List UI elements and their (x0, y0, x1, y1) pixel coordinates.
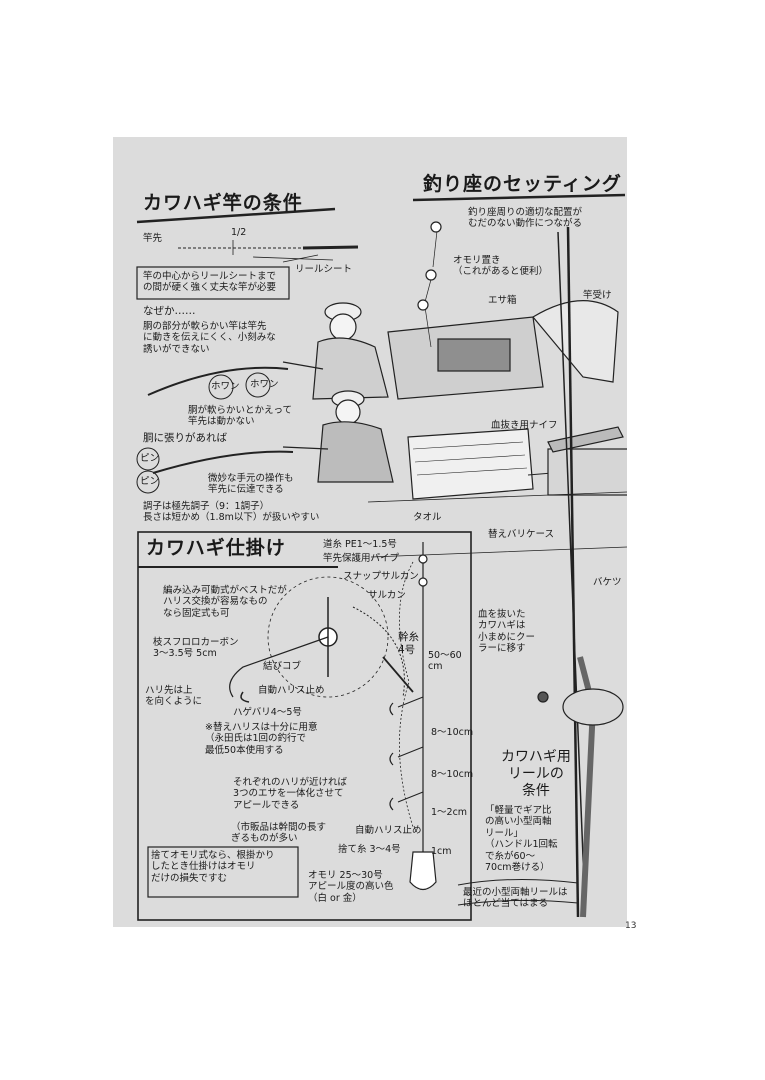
rod-half-label: 1/2 (231, 227, 247, 238)
main-line-label: 道糸 PE1～1.5号 (323, 539, 397, 550)
spare-hook-case-illustration (547, 448, 627, 496)
spare-case-label: 替えバリケース (488, 529, 555, 540)
knife-illustration (547, 426, 624, 453)
why-text: 胴の部分が軟らかい竿は竿先 に動きを伝えにくく、小刻みな 誘いができない (143, 321, 276, 355)
towel-illustration (407, 428, 534, 500)
rig-frame (137, 531, 472, 921)
sinker-label: オモリ 25～30号 アピール度の高い色 （白 or 金） (308, 870, 394, 904)
illustration-layer (136, 193, 627, 921)
bait-box-label: エサ箱 (488, 295, 517, 306)
rod-box-note: 竿の中心からリールシートまで の間が硬く強く丈夫な竿が必要 (143, 271, 277, 294)
sinker-strings (417, 221, 442, 348)
reel-seat-label: リールシート (295, 264, 353, 275)
angler-1-illustration (282, 302, 389, 400)
spare-hooks-note: ※替えハリスは十分に用意 （永田氏は1回の釣行で 最低50本使用する (205, 722, 318, 756)
snap-swivel-label: スナップサルカン (343, 571, 419, 582)
blood-note: 血を抜いた カワハギは 小まめにクー ラーに移す (478, 609, 536, 655)
why-title: なぜか…… (143, 305, 196, 317)
sound-2: ホワン (250, 379, 279, 390)
rod-butt (302, 245, 359, 250)
sinker-note-box (147, 846, 299, 898)
rod-holder-label: 竿受け (583, 290, 612, 301)
stiff-rod-note: 微妙な手元の操作も 竿先に伝達できる (208, 473, 294, 496)
rod-tip-label: 竿先 (143, 233, 163, 244)
swivel-label: サルカン (368, 590, 406, 601)
rod-note-box (136, 266, 290, 300)
manual-page: カワハギ竿の条件 竿先 1/2 リールシート 竿の中心からリールシートまで の間… (113, 137, 627, 927)
rod-section-title: カワハギ竿の条件 (143, 192, 303, 214)
weight-holder-label: オモリ置き （これがあると便利） (453, 255, 549, 278)
braid-note: 編み込み可動式がベストだが ハリス交換が容易なもの なら固定式も可 (163, 585, 287, 619)
seat-intro: 釣り座周りの適切な配置が むだのない動作につながる (468, 207, 583, 230)
sinker-illustration (409, 851, 437, 891)
soft-rod-curve (147, 366, 289, 396)
stiff-rod-title: 胴に張りがあれば (143, 432, 227, 444)
trunk-label: 幹糸 4号 (398, 631, 419, 656)
stiff-rod-curve (152, 450, 294, 474)
reel-note: 最近の小型両軸リールは ほとんど当てはまる (463, 887, 568, 910)
gap-3-label: 1～2cm (431, 807, 468, 818)
rod-line-right (566, 226, 580, 918)
sinker-line-label: 捨て糸 3～4号 (338, 844, 401, 855)
gap-2-label: 8～10cm (431, 769, 474, 780)
knot-label: 結びコブ (263, 661, 302, 672)
gap-4-label: 1cm (431, 846, 452, 857)
auto-stop-label: 自動ハリス止め (258, 685, 325, 696)
rod-holder-illustration (532, 300, 619, 383)
sound-3: ピン (140, 453, 160, 464)
hook-tip-label: ハリ先は上 を向くように (145, 685, 203, 708)
soft-rod-note: 胴が軟らかいとかえって 竿先は動かない (188, 405, 293, 428)
branch-line-label: 枝スフロロカーボン 3～3.5号 5cm (153, 637, 239, 660)
bucket-label: バケツ (593, 577, 622, 588)
reel-illustration (562, 688, 624, 726)
hook-size-label: ハゲバリ4～5号 (233, 707, 302, 718)
auto-stop-2-label: 自動ハリス止め (355, 825, 422, 836)
sinker-box-note: 捨てオモリ式なら、根掛かり したとき仕掛けはオモリ だけの損失ですむ (151, 850, 275, 884)
appeal-note: それぞれのハリが近ければ 3つのエサを一体化させて アピールできる (233, 777, 348, 811)
page-number: 13 (625, 921, 637, 931)
seat-section-title: 釣り座のセッティング (423, 173, 622, 195)
seat-title-underline (412, 193, 626, 202)
reel-condition: 「軽量でギア比 の高い小型両軸 リール」 （ハンドル1回転 で糸が60～ 70c… (485, 805, 558, 873)
knife-label: 血抜き用ナイフ (491, 420, 558, 431)
rod-action-note: 調子は極先調子（9：1調子） 長さは短かめ（1.8m以下）が扱いやすい (143, 501, 320, 524)
angler-2-illustration (282, 390, 394, 483)
sound-4: ピン (140, 476, 160, 487)
gap-1-label: 8～10cm (431, 727, 474, 738)
towel-label: タオル (413, 512, 442, 523)
trunk-length-label: 50～60 cm (428, 650, 462, 673)
tip-pipe-label: 竿先保護用パイプ (323, 553, 400, 564)
rod-title-underline (136, 207, 336, 224)
rig-section-title: カワハギ仕掛け (146, 537, 286, 559)
market-note: （市販品は幹間の長す ぎるものが多い (231, 822, 327, 845)
reel-section-title: カワハギ用 リールの 条件 (501, 749, 571, 799)
sound-1: ホワン (211, 381, 240, 392)
